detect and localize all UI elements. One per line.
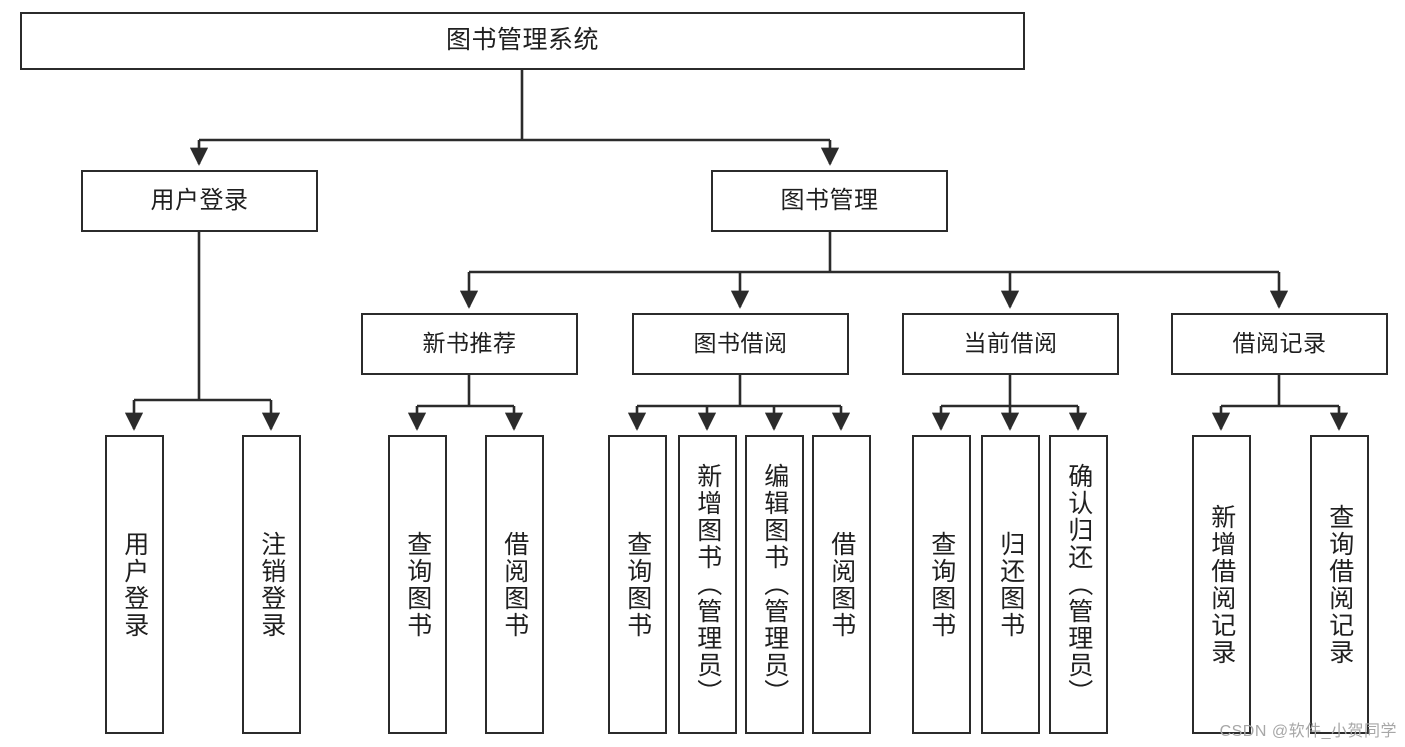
leaf-search-books-borrow[interactable]: 查询图书 [608,435,667,734]
leaf-return-books[interactable]: 归还图书 [981,435,1040,734]
leaf-edit-book-admin[interactable]: 编辑图书（管理员） [745,435,804,734]
leaf-confirm-return-admin[interactable]: 确认归还（管理员） [1049,435,1108,734]
node-label: 用户登录 [120,530,149,639]
node-label: 借阅图书 [827,530,856,639]
node-label: 新增借阅记录 [1207,503,1236,666]
watermark: CSDN @软件_小贺同学 [1219,723,1397,740]
leaf-search-books-recommend[interactable]: 查询图书 [388,435,447,734]
leaf-add-book-admin[interactable]: 新增图书（管理员） [678,435,737,734]
node-label: 借阅记录 [1232,330,1327,357]
leaf-search-books-current[interactable]: 查询图书 [912,435,971,734]
node-label: 图书管理 [780,186,879,214]
leaf-search-borrow-record[interactable]: 查询借阅记录 [1310,435,1369,734]
leaf-user-login[interactable]: 用户登录 [105,435,164,734]
node-label: 注销登录 [257,530,286,639]
node-user-login[interactable]: 用户登录 [81,170,318,232]
node-label: 用户登录 [150,186,249,214]
node-label: 编辑图书（管理员） [760,463,789,706]
node-label: 查询图书 [927,530,956,639]
node-label: 查询借阅记录 [1325,503,1354,666]
leaf-logout[interactable]: 注销登录 [242,435,301,734]
leaf-borrow-books[interactable]: 借阅图书 [812,435,871,734]
node-root-system[interactable]: 图书管理系统 [20,12,1025,70]
node-borrow-record[interactable]: 借阅记录 [1171,313,1388,375]
node-current-borrow[interactable]: 当前借阅 [902,313,1119,375]
node-book-borrow[interactable]: 图书借阅 [632,313,849,375]
node-label: 归还图书 [996,530,1025,639]
node-label: 确认归还（管理员） [1064,463,1093,706]
node-label: 借阅图书 [500,530,529,639]
node-label: 查询图书 [623,530,652,639]
node-label: 新增图书（管理员） [693,463,722,706]
leaf-borrow-books-recommend[interactable]: 借阅图书 [485,435,544,734]
node-label: 新书推荐 [422,330,517,357]
node-label: 图书管理系统 [445,26,599,55]
node-label: 图书借阅 [693,330,788,357]
node-label: 当前借阅 [963,330,1058,357]
node-label: 查询图书 [403,530,432,639]
leaf-add-borrow-record[interactable]: 新增借阅记录 [1192,435,1251,734]
node-book-management[interactable]: 图书管理 [711,170,948,232]
node-new-book-recommend[interactable]: 新书推荐 [361,313,578,375]
